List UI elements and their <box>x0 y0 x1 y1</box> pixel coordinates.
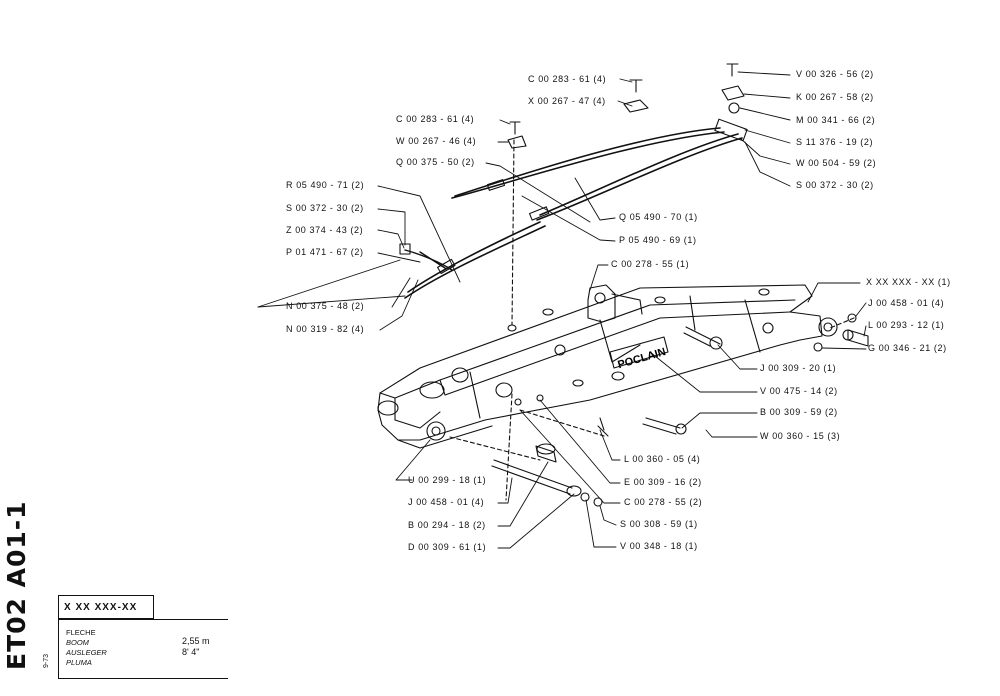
callout-c-00-278-55-bottom: C 00 278 - 55 (2) <box>624 497 703 507</box>
callout-s-11-376-19: S 11 376 - 19 (2) <box>796 137 874 147</box>
callout-m-00-341-66: M 00 341 - 66 (2) <box>796 115 876 125</box>
callout-v-00-348-18: V 00 348 - 18 (1) <box>620 541 698 551</box>
callout-b-00-294-18: B 00 294 - 18 (2) <box>408 520 486 530</box>
callout-l-00-293-12: L 00 293 - 12 (1) <box>868 320 945 330</box>
callout-k-00-267-58: K 00 267 - 58 (2) <box>796 92 874 102</box>
title-reference: X XX XXX-XX <box>58 595 154 619</box>
callout-n-00-375-48: N 00 375 - 48 (2) <box>286 301 365 311</box>
callout-v-00-326-56: V 00 326 - 56 (2) <box>796 69 874 79</box>
callout-w-00-360-15: W 00 360 - 15 (3) <box>760 431 841 441</box>
callout-j-00-309-20: J 00 309 - 20 (1) <box>760 363 837 373</box>
callout-j-00-458-01-left: J 00 458 - 01 (4) <box>408 497 485 507</box>
callout-l-00-360-05: L 00 360 - 05 (4) <box>624 454 701 464</box>
callout-r-05-490-71: R 05 490 - 71 (2) <box>286 180 365 190</box>
callout-s-00-372-30-left: S 00 372 - 30 (2) <box>286 203 364 213</box>
title-rule-left <box>58 619 59 678</box>
title-rule-bottom <box>58 678 228 679</box>
sheet-code-block: ET02 A01-1 <box>2 500 38 670</box>
title-block: X XX XXX-XX FLECHE BOOM AUSLEGER PLUMA 2… <box>58 595 228 679</box>
title-name-en: BOOM <box>66 638 89 647</box>
title-rule-top <box>58 619 228 620</box>
callout-s-00-308-59: S 00 308 - 59 (1) <box>620 519 698 529</box>
callout-x-00-267-47: X 00 267 - 47 (4) <box>528 96 606 106</box>
callout-b-00-309-59: B 00 309 - 59 (2) <box>760 407 838 417</box>
callout-d-00-309-61: D 00 309 - 61 (1) <box>408 542 487 552</box>
callout-x-xx-xxx-xx: X XX XXX - XX (1) <box>866 277 951 287</box>
callout-u-00-299-18: U 00 299 - 18 (1) <box>408 475 487 485</box>
callout-p-01-471-67: P 01 471 - 67 (2) <box>286 247 364 257</box>
callout-q-05-490-70: Q 05 490 - 70 (1) <box>619 212 698 222</box>
sheet-date: 9-73 <box>43 653 50 668</box>
title-name-es: PLUMA <box>66 658 92 667</box>
sheet-code: ET02 A01-1 <box>2 500 31 670</box>
callout-j-00-458-01-right: J 00 458 - 01 (4) <box>868 298 945 308</box>
title-dimensions: 2,55 m 8' 4" <box>182 636 210 658</box>
dimension-metric: 2,55 m <box>182 636 210 646</box>
callout-w-00-267-46: W 00 267 - 46 (4) <box>396 136 477 146</box>
callout-z-00-374-43: Z 00 374 - 43 (2) <box>286 225 364 235</box>
callout-c-00-283-61-upper: C 00 283 - 61 (4) <box>528 74 607 84</box>
callout-q-00-375-50: Q 00 375 - 50 (2) <box>396 157 475 167</box>
boom-body <box>377 284 823 441</box>
callout-e-00-309-16: E 00 309 - 16 (2) <box>624 477 702 487</box>
callout-p-05-490-69: P 05 490 - 69 (1) <box>619 235 697 245</box>
title-name-de: AUSLEGER <box>66 648 107 657</box>
callout-w-00-504-59: W 00 504 - 59 (2) <box>796 158 877 168</box>
callout-n-00-319-82: N 00 319 - 82 (4) <box>286 324 365 334</box>
dimension-imperial: 8' 4" <box>182 647 200 657</box>
callout-v-00-475-14: V 00 475 - 14 (2) <box>760 386 838 396</box>
callout-s-00-372-30-right: S 00 372 - 30 (2) <box>796 180 874 190</box>
callout-c-00-283-61-left: C 00 283 - 61 (4) <box>396 114 475 124</box>
brand-plate-text: POCLAIN <box>616 346 667 371</box>
title-name-fr: FLECHE <box>66 628 96 637</box>
callout-c-00-278-55-top: C 00 278 - 55 (1) <box>611 259 690 269</box>
callout-g-00-346-21: G 00 346 - 21 (2) <box>868 343 947 353</box>
title-names: FLECHE BOOM AUSLEGER PLUMA <box>66 628 107 668</box>
